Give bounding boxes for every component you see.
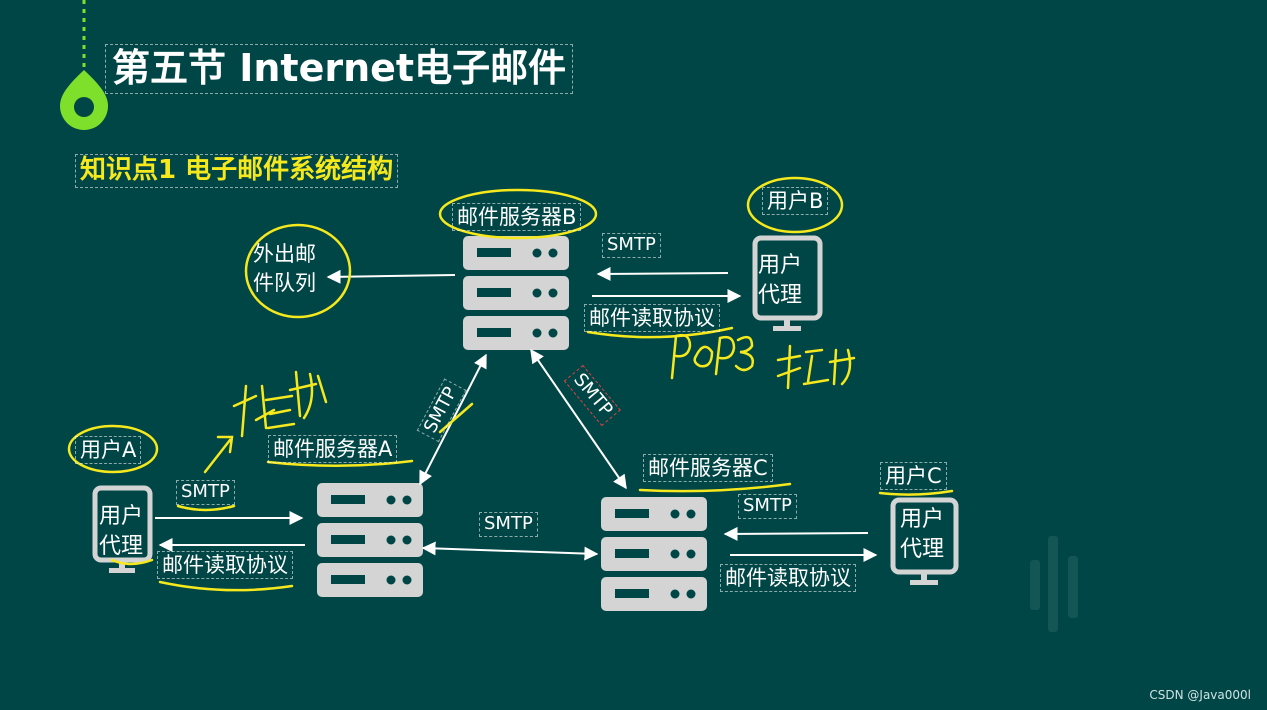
server-b-icon <box>463 236 569 350</box>
push-arrow <box>203 435 234 474</box>
read-protocol-b: 邮件读取协议 <box>584 304 720 333</box>
underline-server-c <box>638 482 792 493</box>
user-a-label: 用户A <box>75 436 142 465</box>
user-b-label: 用户B <box>762 187 829 216</box>
agent-c-line2: 代理 <box>900 537 945 562</box>
circle-user-b <box>746 176 844 234</box>
underline-read-a <box>158 580 294 592</box>
arrow-server-a-server-c <box>421 541 599 561</box>
agent-b-line2: 代理 <box>758 283 803 308</box>
monitor-a-icon <box>92 485 153 573</box>
pull-scribble <box>776 344 856 390</box>
smtp-label-b-agent: SMTP <box>602 233 661 258</box>
server-a-label: 邮件服务器A <box>268 435 398 464</box>
handwriting <box>67 176 954 592</box>
circle-outgoing-queue <box>244 223 352 319</box>
footer-watermark: CSDN @Java000l <box>1149 688 1251 702</box>
outgoing-queue-line2: 件队列 <box>253 271 316 295</box>
agent-b-line1: 用户 <box>758 253 803 278</box>
underline-smtp-a <box>176 504 236 512</box>
user-c-label: 用户C <box>880 462 947 491</box>
server-c-icon <box>601 497 707 611</box>
monitor-c-icon <box>890 497 959 585</box>
pin-icon <box>60 0 108 130</box>
agent-c-line1: 用户 <box>900 507 945 532</box>
section-subtitle: 知识点1 电子邮件系统结构 <box>75 154 399 188</box>
arrow-agent-b-to-server-b <box>596 266 729 281</box>
arrows <box>155 266 878 562</box>
underline-user-c <box>878 489 954 496</box>
arrow-agent-c-to-server-c <box>723 526 869 541</box>
read-protocol-c: 邮件读取协议 <box>720 564 856 593</box>
underline-agent-a <box>110 558 154 566</box>
monitor-b-icon <box>752 235 823 331</box>
smtp-label-a-c: SMTP <box>479 512 538 537</box>
smtp-label-a-agent: SMTP <box>176 480 235 505</box>
agent-c-text: 用户 代理 <box>900 505 944 565</box>
agent-a-text: 用户 代理 <box>99 502 143 562</box>
server-b-label: 邮件服务器B <box>452 203 582 232</box>
outgoing-queue-label: 外出邮 件队列 <box>253 240 316 298</box>
circle-server-b-label <box>438 188 598 240</box>
page-title: 第五节 Internet电子邮件 <box>105 44 574 94</box>
server-a-icon <box>317 483 423 597</box>
outgoing-queue-line1: 外出邮 <box>253 242 316 266</box>
agent-a-line2: 代理 <box>99 534 144 559</box>
smtp-label-c-agent: SMTP <box>738 494 797 519</box>
pop3-scribble <box>670 333 754 380</box>
arrow-b-to-queue <box>326 269 456 284</box>
circle-user-a <box>67 424 159 474</box>
push-scribble <box>232 370 328 438</box>
agent-b-text: 用户 代理 <box>758 251 802 311</box>
watermark-logo <box>1030 536 1078 632</box>
arrow-server-b-server-c <box>530 348 627 490</box>
agent-a-line1: 用户 <box>99 504 144 529</box>
read-protocol-a: 邮件读取协议 <box>157 551 293 580</box>
underline-smtp-ab <box>438 402 474 434</box>
server-c-label: 邮件服务器C <box>643 454 773 483</box>
